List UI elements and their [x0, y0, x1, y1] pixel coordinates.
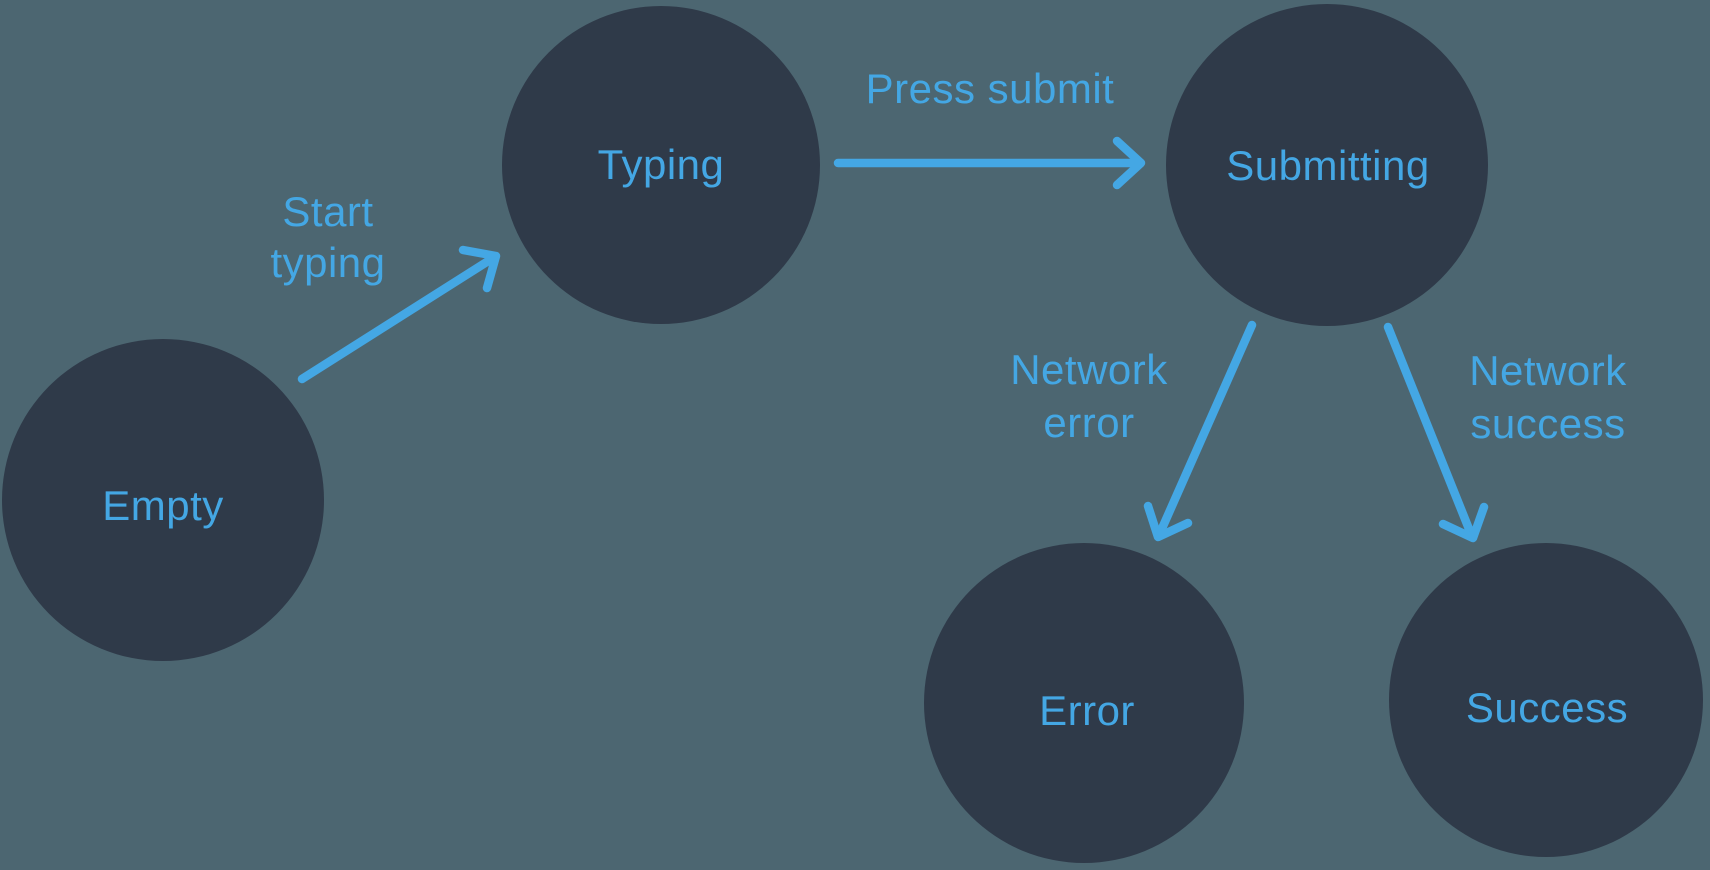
state-node-submitting: Submitting [1166, 4, 1488, 326]
edge-submitting-to-error-line [1155, 320, 1257, 538]
edge-submitting-to-success: Network success [1383, 322, 1627, 543]
arrowhead-icon [1143, 501, 1193, 542]
edge-submitting-to-error: Network error [1010, 320, 1257, 542]
edge-label-start-typing-line2: typing [270, 239, 385, 286]
state-circle-error [924, 543, 1244, 863]
arrowhead-icon [1112, 136, 1146, 190]
state-circle-typing [502, 6, 820, 324]
state-label-submitting: Submitting [1226, 142, 1429, 189]
edge-label-press-submit: Press submit [866, 65, 1115, 112]
edge-label-network-success-line1: Network [1469, 347, 1627, 394]
edge-empty-to-typing-line [297, 253, 498, 384]
state-node-error: Error [924, 543, 1244, 863]
state-circle-success [1389, 543, 1703, 857]
edge-empty-to-typing: Start typing [270, 188, 501, 384]
state-node-success: Success [1389, 543, 1703, 857]
state-label-typing: Typing [598, 141, 725, 188]
state-label-empty: Empty [102, 482, 224, 529]
edge-label-network-error-line2: error [1043, 399, 1134, 446]
edge-label-start-typing-line1: Start [282, 188, 373, 235]
state-label-error: Error [1039, 687, 1135, 734]
edge-submitting-to-success-line [1383, 322, 1476, 539]
edge-typing-to-submitting: Press submit [833, 65, 1146, 190]
state-node-typing: Typing [502, 6, 820, 324]
state-circle-empty [2, 339, 324, 661]
arrowhead-icon [458, 245, 501, 293]
edge-label-network-error-line1: Network [1010, 346, 1168, 393]
state-node-empty: Empty [2, 339, 324, 661]
state-circle-submitting [1166, 4, 1488, 326]
arrowhead-icon [1438, 502, 1489, 543]
edge-label-network-success-line2: success [1470, 400, 1625, 447]
state-label-success: Success [1466, 684, 1628, 731]
